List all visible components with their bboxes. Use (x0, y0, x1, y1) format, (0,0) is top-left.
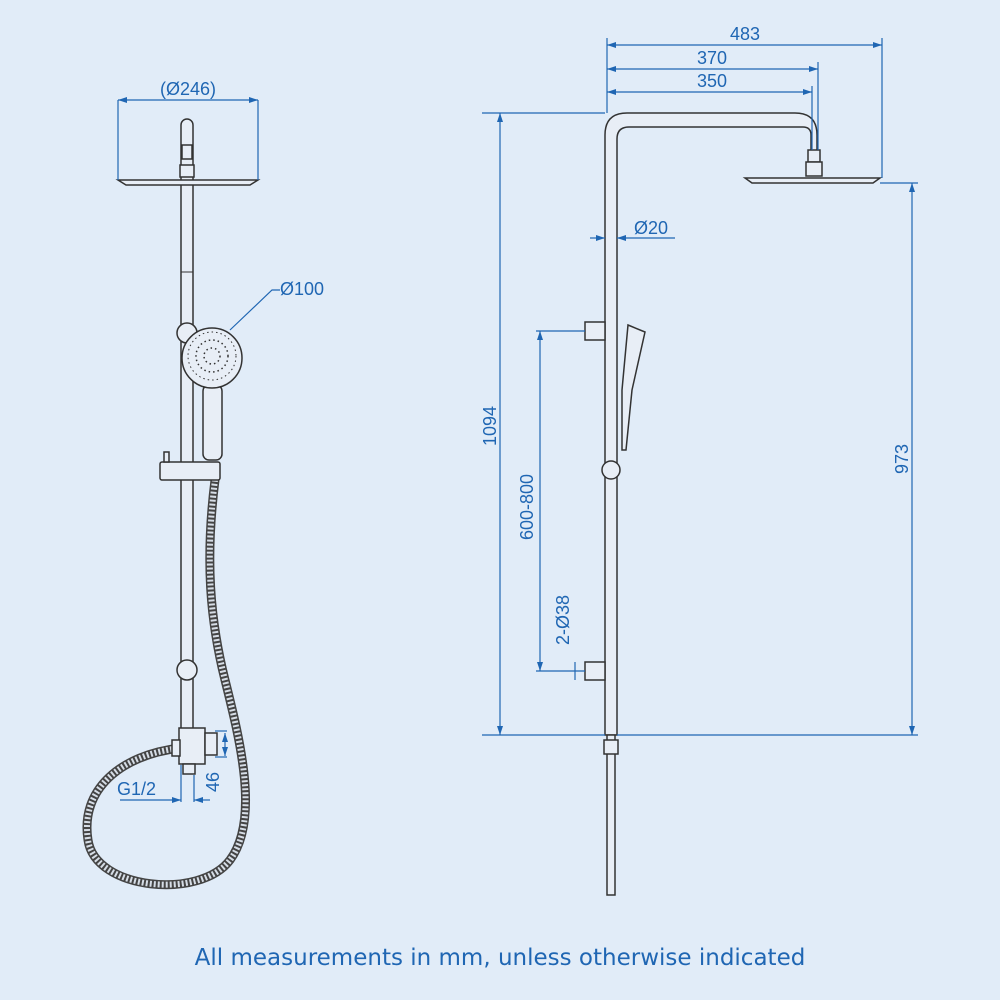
riser-pipe (180, 118, 194, 746)
dim-total-height: 1094 (480, 406, 500, 446)
rain-head-side (115, 179, 261, 186)
hand-shower-front (621, 323, 646, 451)
dim-arm-reach-inner: 350 (697, 71, 727, 91)
dim-bracket-diameter: 2-Ø38 (553, 595, 573, 645)
hand-shower-face (181, 327, 243, 389)
slider (159, 461, 221, 481)
overhead-arm (604, 112, 818, 736)
front-view-drawing: 483 370 350 1094 973 600-800 2-Ø38 Ø20 (480, 24, 918, 896)
bracket-top (584, 321, 606, 341)
diverter-valve (178, 727, 206, 765)
dim-inlet-offset: 46 (203, 772, 223, 792)
dim-arm-reach-outer: 370 (697, 48, 727, 68)
dim-head-diameter: (Ø246) (160, 79, 216, 99)
dim-head-height: 973 (892, 444, 912, 474)
dim-pipe-diameter: Ø20 (634, 218, 668, 238)
dim-bracket-spacing: 600-800 (517, 474, 537, 540)
dim-hand-shower-diameter: Ø100 (280, 279, 324, 299)
bracket-bottom (584, 661, 606, 681)
rain-head-front (742, 177, 883, 184)
side-view-drawing: (Ø246) Ø100 G1/2 46 (82, 79, 324, 890)
dim-inlet-thread: G1/2 (117, 779, 156, 799)
hose (82, 479, 251, 890)
footer-note: All measurements in mm, unless otherwise… (194, 945, 806, 971)
dim-total-projection: 483 (730, 24, 760, 44)
